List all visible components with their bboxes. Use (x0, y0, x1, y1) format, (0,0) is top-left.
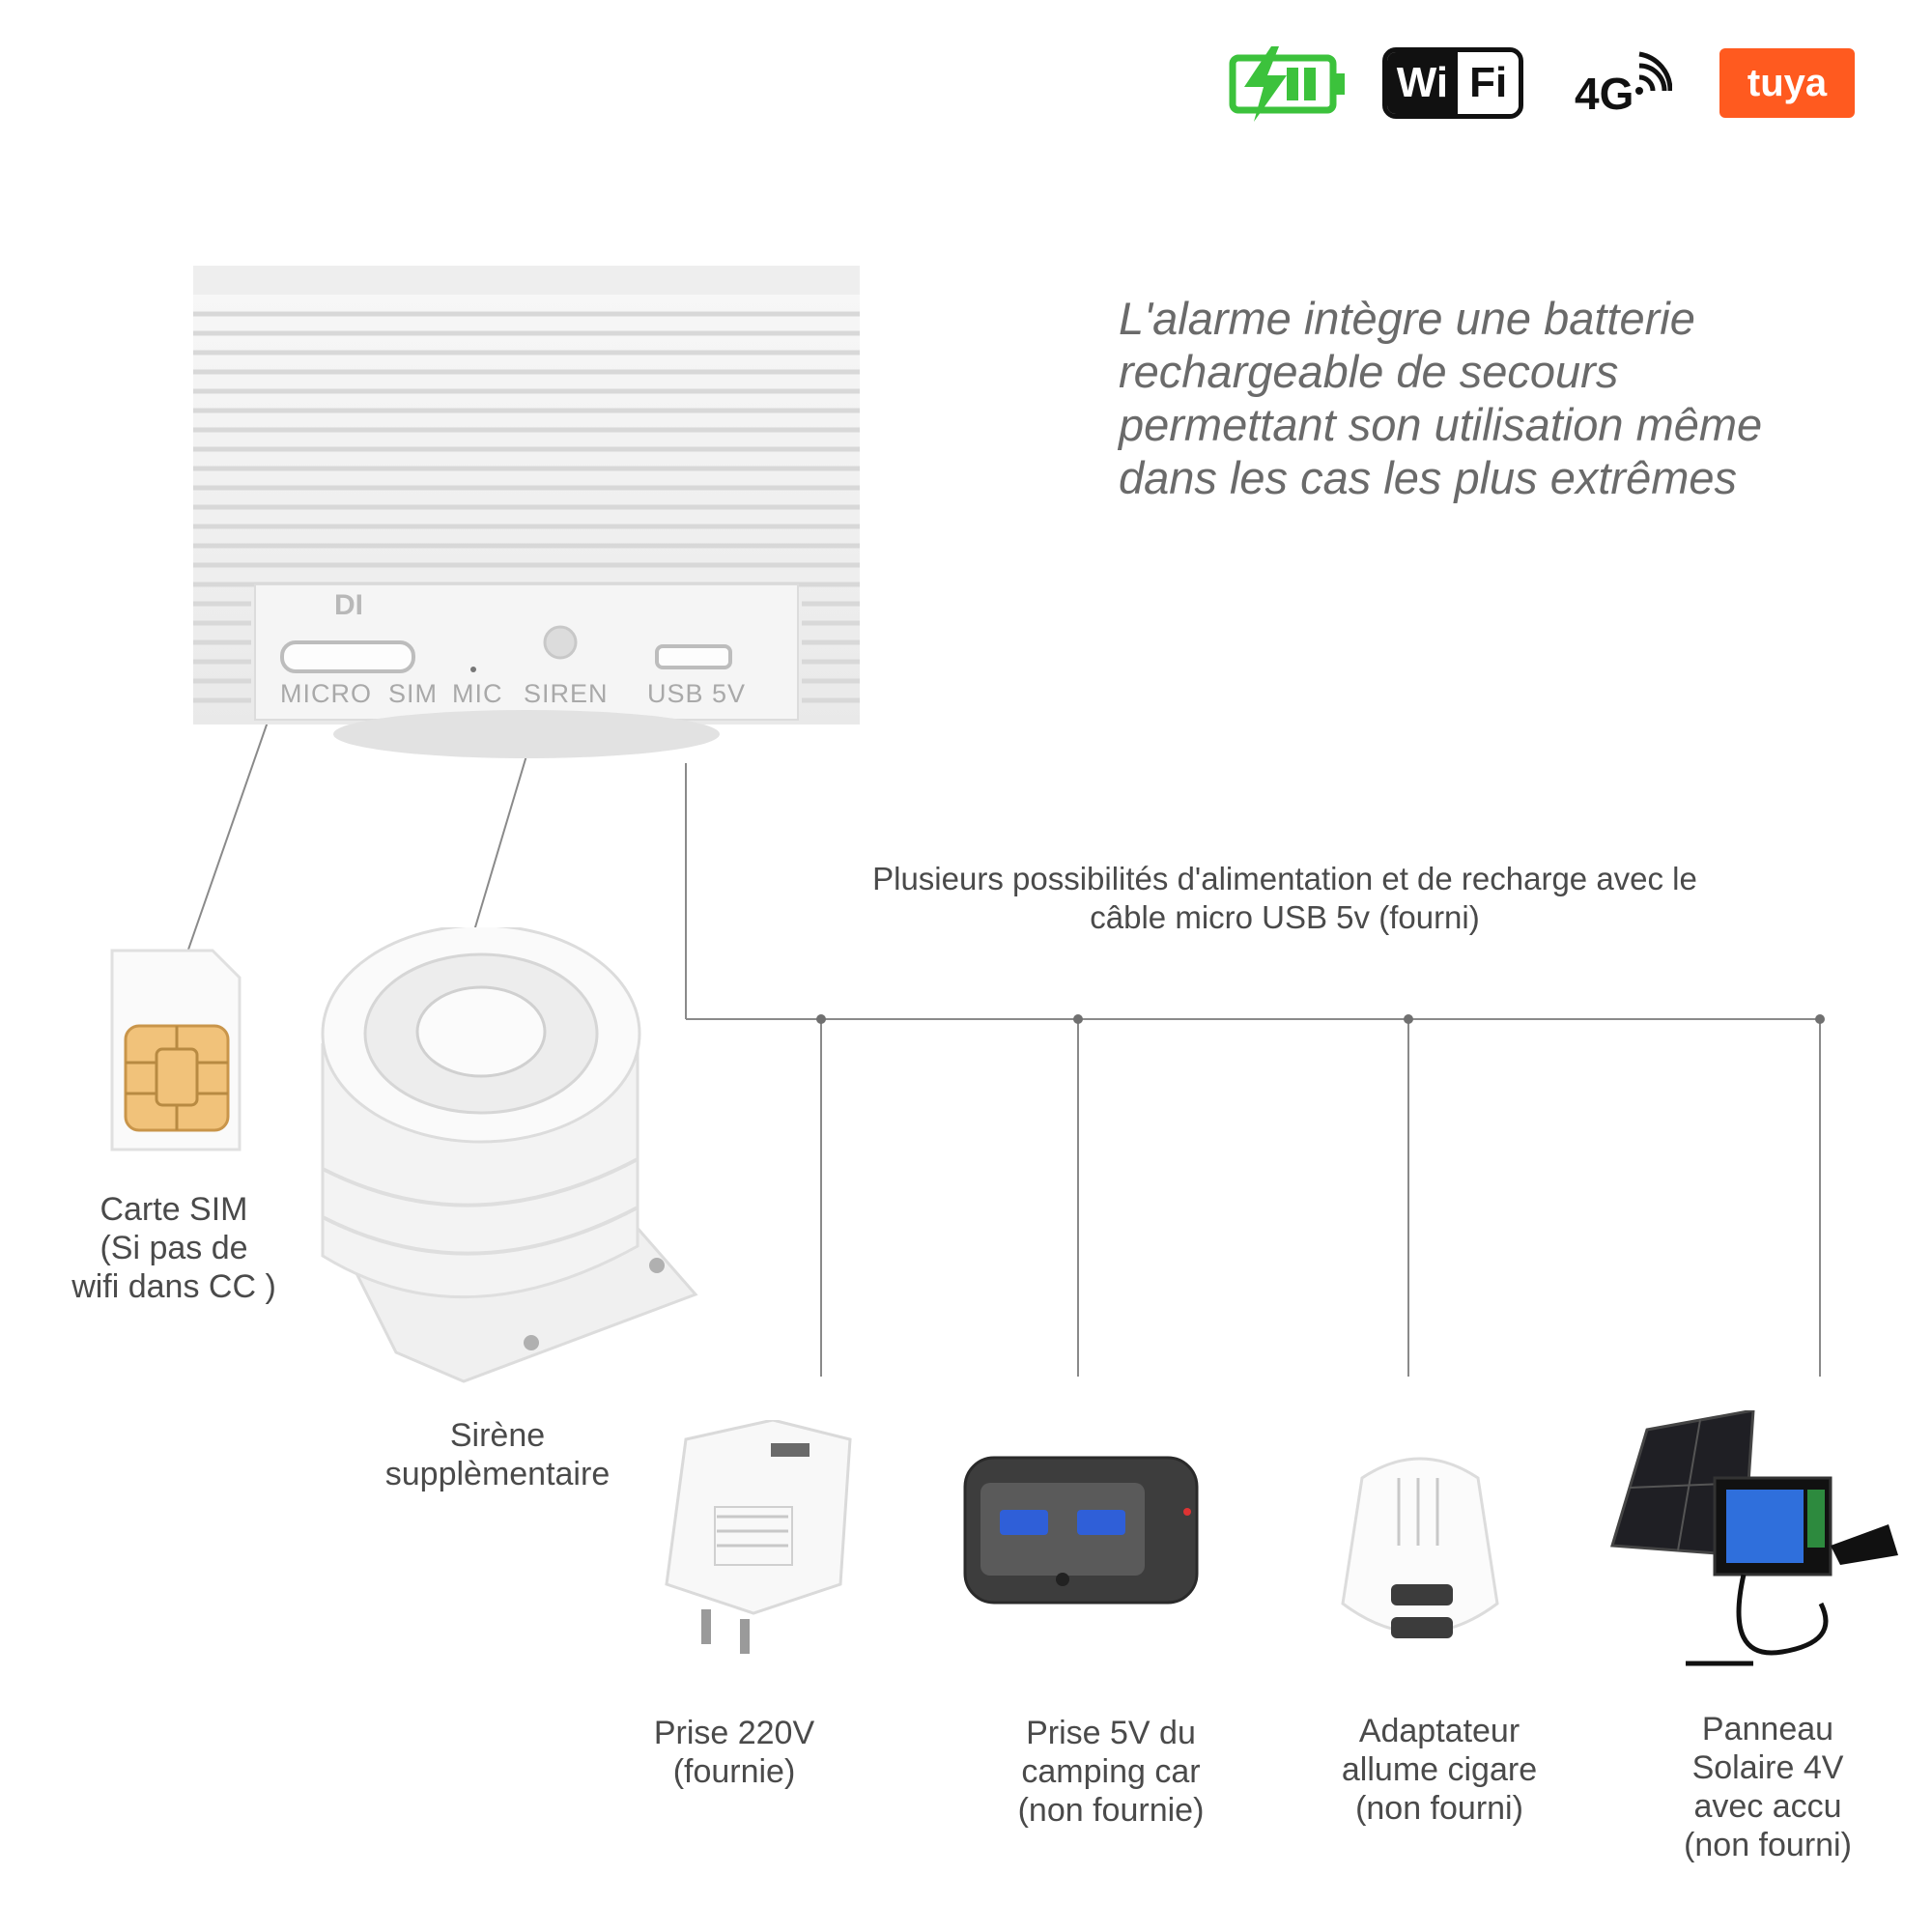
network-4g-text: 4G (1575, 69, 1634, 119)
battery-charging-badge (1227, 43, 1350, 124)
camping-usb-socket-image (961, 1454, 1203, 1608)
tuya-logo: tuya (1719, 48, 1855, 118)
battery-charging-icon (1229, 46, 1345, 122)
port-label-micro-sim: MICRO SIM (280, 679, 438, 708)
signal-waves-icon (1635, 51, 1673, 95)
sim-card-image (108, 947, 243, 1153)
port-label-mic: MIC (452, 679, 503, 708)
port-label-usb: USB 5V (647, 679, 747, 708)
alarm-device-body (193, 266, 860, 758)
wall-charger-image (628, 1418, 869, 1662)
outlet-caption: Prise 220V (fournie) (653, 1715, 815, 1790)
siren-caption: Sirène supplèmentaire (384, 1417, 611, 1492)
tuya-text: tuya (1747, 61, 1828, 104)
siren-image (309, 923, 705, 1391)
wifi-badge: Wi Fi (1377, 43, 1529, 124)
camping-caption: Prise 5V du camping car (non fournie) (1017, 1715, 1205, 1829)
wifi-text-right: Fi (1458, 52, 1520, 114)
network-4g-badge: 4G (1575, 43, 1681, 124)
solar-caption: Panneau Solaire 4V avec accu (non fourni… (1684, 1711, 1852, 1863)
device-logo-text: DI (334, 589, 363, 621)
battery-description: L'alarme intègre une batterie rechargeab… (1119, 293, 1763, 503)
port-label-siren: SIREN (524, 679, 609, 708)
power-options-description: Plusieurs possibilités d'alimentation et… (872, 861, 1697, 935)
tuya-badge: tuya (1719, 43, 1855, 124)
cigarette-adapter-image (1323, 1439, 1517, 1662)
cigarette-caption: Adaptateur allume cigare (non fourni) (1341, 1713, 1538, 1827)
wifi-text-left: Wi (1386, 52, 1459, 114)
alarm-device: DI MICRO SIM MIC SIREN USB 5V (193, 266, 860, 773)
sim-card-caption: Carte SIM (Si pas de wifi dans CC ) (71, 1191, 276, 1305)
wifi-logo: Wi Fi (1381, 47, 1524, 119)
solar-panel-image (1608, 1408, 1903, 1671)
